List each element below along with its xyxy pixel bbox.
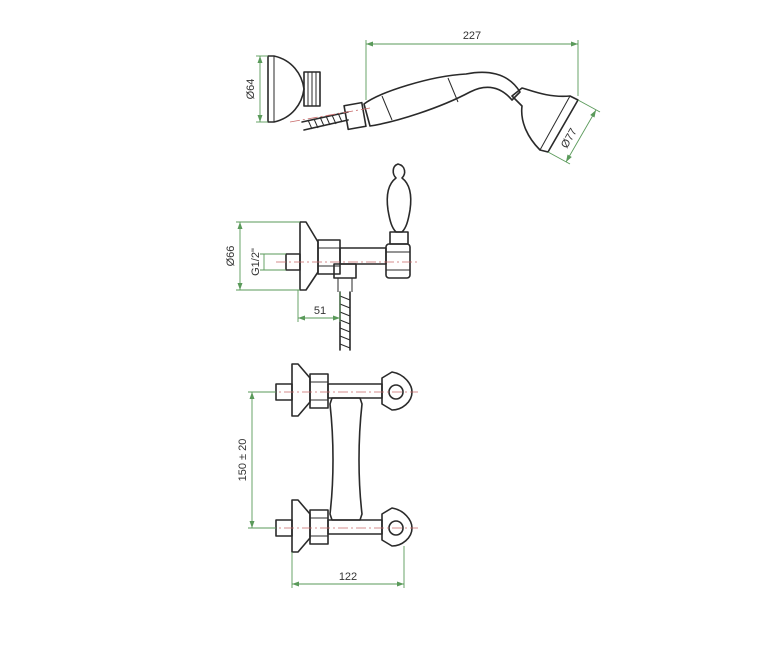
- dimension-dia77: Ø77: [547, 99, 601, 165]
- dimension-dia64: Ø64: [245, 55, 268, 123]
- showerhead: [511, 87, 579, 153]
- hose-spiral: [301, 111, 349, 131]
- mixer-side-view: Ø66 G1/2" 51: [225, 163, 420, 351]
- dimension-label-227: 227: [463, 30, 481, 42]
- dimension-label-dia64: Ø64: [245, 79, 257, 100]
- valve-body: [385, 243, 411, 279]
- lever-collar: [389, 231, 409, 245]
- shower-handle: [363, 71, 521, 127]
- dimension-label-dia66: Ø66: [225, 246, 237, 267]
- hand-shower-view: 227 Ø64 Ø77: [245, 30, 601, 165]
- union-nut: [317, 239, 341, 275]
- dimension-label-122: 122: [339, 571, 357, 583]
- wall-bracket: [267, 55, 305, 123]
- hose-nut: [343, 101, 367, 131]
- dimension-dia66: Ø66: [225, 221, 300, 291]
- hose-down: [339, 291, 351, 351]
- lever-handle: [386, 163, 412, 233]
- dimension-label-51: 51: [314, 305, 326, 317]
- wall-flange: [299, 221, 319, 291]
- mixer-top-view: 150 ± 20 122: [237, 363, 418, 588]
- lower-inlet: [275, 499, 413, 553]
- dimension-227: 227: [365, 30, 579, 100]
- dimension-label-150: 150 ± 20: [237, 439, 249, 482]
- dimension-122: 122: [291, 546, 405, 588]
- mixer-body: [329, 397, 363, 521]
- bracket-coupling: [303, 71, 321, 107]
- dimension-51: 51: [297, 290, 341, 322]
- dimension-150: 150 ± 20: [237, 391, 276, 529]
- dimension-label-dia77: Ø77: [559, 126, 580, 150]
- dimension-label-g12: G1/2": [250, 248, 262, 276]
- hose-outlet: [333, 263, 357, 279]
- upper-inlet: [275, 363, 413, 417]
- dimension-g12: G1/2": [250, 248, 286, 276]
